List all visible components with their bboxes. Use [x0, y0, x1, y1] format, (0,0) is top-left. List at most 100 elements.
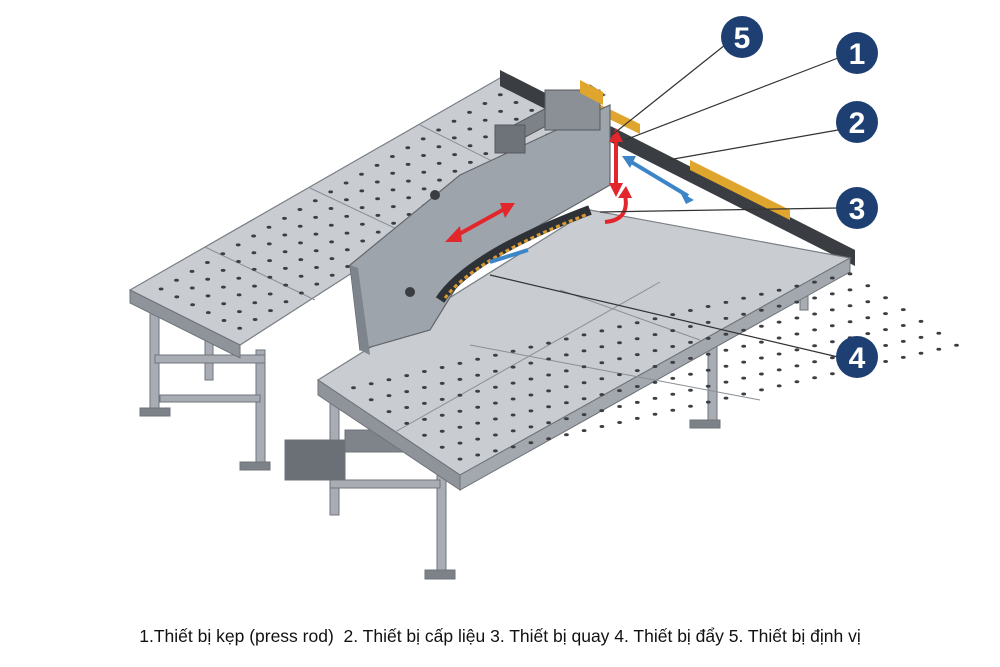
ball-transfer-dot	[220, 268, 226, 272]
ball-transfer-dot	[883, 296, 888, 300]
ball-transfer-dot	[528, 441, 534, 445]
ball-transfer-dot	[812, 344, 817, 348]
ball-transfer-dot	[723, 300, 729, 304]
ball-transfer-dot	[776, 304, 782, 308]
ball-transfer-dot	[741, 312, 746, 316]
ball-transfer-dot	[723, 316, 729, 320]
ball-transfer-dot	[652, 317, 658, 321]
ball-transfer-dot	[439, 413, 445, 417]
ball-transfer-dot	[883, 328, 888, 332]
ball-transfer-dot	[374, 163, 380, 167]
ball-transfer-dot	[422, 433, 427, 437]
ball-transfer-dot	[599, 361, 605, 365]
ball-transfer-dot	[498, 109, 503, 113]
ball-transfer-dot	[918, 351, 924, 355]
ball-transfer-dot	[298, 241, 303, 245]
ball-transfer-dot	[741, 344, 747, 348]
ball-transfer-dot	[688, 372, 693, 376]
ball-transfer-dot	[237, 326, 243, 330]
ball-transfer-dot	[251, 251, 257, 255]
ball-transfer-dot	[475, 373, 480, 377]
ball-transfer-dot	[493, 385, 498, 389]
legend-caption: 1.Thiết bị kẹp (press rod) 2. Thiết bị c…	[139, 626, 861, 646]
ball-transfer-dot	[652, 349, 658, 353]
ball-transfer-dot	[345, 265, 350, 268]
ball-transfer-dot	[189, 269, 195, 273]
ball-transfer-dot	[812, 360, 817, 364]
svg-text:3: 3	[849, 193, 866, 226]
ball-transfer-dot	[617, 373, 622, 377]
ball-transfer-dot	[359, 206, 365, 210]
ball-transfer-dot	[670, 376, 676, 380]
ball-transfer-dot	[252, 318, 258, 321]
ball-transfer-dot	[190, 303, 196, 307]
ball-transfer-dot	[723, 332, 729, 336]
ball-transfer-dot	[439, 366, 445, 369]
ball-transfer-dot	[493, 433, 498, 437]
ball-transfer-dot	[452, 153, 457, 157]
ball-transfer-dot	[313, 215, 318, 219]
ball-transfer-dot	[360, 222, 365, 226]
ball-transfer-dot	[282, 233, 288, 237]
ball-transfer-dot	[205, 294, 211, 298]
ball-transfer-dot	[776, 352, 782, 356]
ball-transfer-dot	[528, 409, 534, 413]
ball-transfer-dot	[599, 329, 605, 333]
ball-transfer-dot	[705, 400, 711, 404]
ball-transfer-dot	[546, 437, 551, 441]
ball-transfer-dot	[741, 376, 747, 380]
ball-transfer-dot	[236, 276, 242, 280]
ball-transfer-dot	[528, 393, 534, 397]
ball-transfer-dot	[482, 102, 488, 105]
ball-transfer-dot	[918, 319, 924, 323]
ball-transfer-dot	[283, 266, 288, 270]
ball-transfer-dot	[457, 377, 463, 381]
ball-transfer-dot	[617, 357, 622, 361]
ball-transfer-dot	[564, 417, 569, 421]
ball-transfer-dot	[475, 405, 481, 409]
ball-transfer-dot	[688, 340, 693, 344]
left-table-frame	[139, 297, 271, 471]
ball-transfer-dot	[900, 339, 906, 343]
ball-transfer-dot	[634, 337, 640, 341]
ball-transfer-dot	[221, 319, 227, 322]
ball-transfer-dot	[581, 333, 587, 337]
ball-transfer-dot	[420, 137, 426, 141]
ball-transfer-dot	[581, 381, 587, 385]
ball-transfer-dot	[451, 136, 457, 140]
ball-transfer-dot	[794, 284, 800, 288]
ball-transfer-dot	[374, 180, 380, 184]
callout-4: 4	[836, 336, 878, 378]
ball-transfer-dot	[812, 376, 817, 380]
svg-text:4: 4	[849, 342, 866, 375]
ball-transfer-dot	[390, 188, 396, 192]
svg-text:2: 2	[849, 107, 866, 140]
ball-transfer-dot	[297, 208, 303, 211]
ball-transfer-dot	[482, 118, 488, 122]
ball-transfer-dot	[475, 389, 480, 393]
ball-transfer-dot	[457, 361, 463, 365]
ball-transfer-dot	[475, 421, 481, 425]
leader-lines	[489, 44, 839, 358]
ball-transfer-dot	[581, 413, 587, 417]
ball-transfer-dot	[205, 261, 210, 264]
ball-transfer-dot	[759, 356, 764, 360]
ball-transfer-dot	[829, 308, 835, 312]
gantry-frame	[349, 80, 611, 355]
ball-transfer-dot	[900, 355, 906, 359]
ball-transfer-dot	[741, 392, 747, 396]
ball-transfer-dot	[528, 425, 534, 429]
ball-transfer-dot	[375, 230, 381, 234]
ball-transfer-dot	[776, 288, 782, 292]
ball-transfer-dot	[794, 316, 800, 320]
ball-transfer-dot	[386, 378, 392, 382]
ball-transfer-dot	[439, 429, 445, 433]
ball-transfer-dot	[670, 345, 676, 348]
ball-transfer-dot	[599, 377, 605, 381]
ball-transfer-dot	[386, 410, 392, 414]
ball-transfer-dot	[510, 397, 516, 401]
ball-transfer-dot	[776, 320, 782, 324]
ball-transfer-dot	[652, 365, 658, 368]
callout-1: 1	[836, 32, 878, 74]
ball-transfer-dot	[794, 380, 800, 384]
